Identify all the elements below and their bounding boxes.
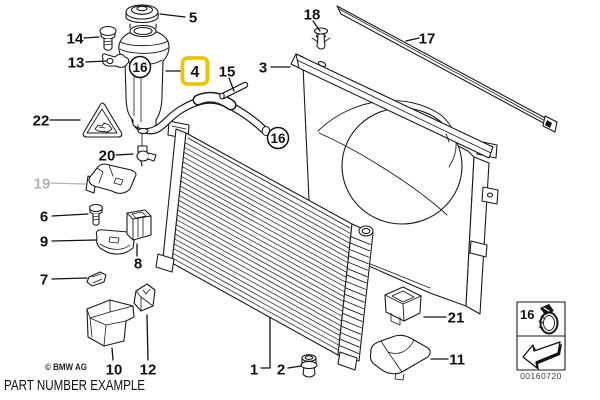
expanding-rivet-drawing: [311, 27, 331, 50]
part-label-13[interactable]: 13: [68, 54, 107, 71]
page-caption: PART NUMBER EXAMPLE: [4, 377, 145, 394]
svg-text:16: 16: [132, 60, 148, 75]
sealing-strip-drawing: [336, 5, 558, 133]
warning-triangle-icon: [82, 102, 123, 138]
svg-text:8: 8: [134, 255, 142, 272]
svg-text:4: 4: [191, 64, 200, 81]
part-label-2[interactable]: 2: [277, 361, 302, 378]
part-label-1[interactable]: 1: [250, 316, 271, 378]
part-label-11[interactable]: 11: [430, 351, 465, 368]
upper-mount-bar-drawing: [290, 53, 494, 159]
part-label-16-circled[interactable]: 16: [128, 55, 152, 79]
svg-text:15: 15: [219, 63, 236, 80]
part-label-9[interactable]: 9: [40, 233, 97, 250]
part-label-19: 19: [34, 175, 87, 192]
part-label-12[interactable]: 12: [140, 314, 157, 378]
svg-text:21: 21: [448, 309, 465, 326]
part-label-15[interactable]: 15: [219, 63, 236, 92]
direction-arrow-icon: [522, 341, 562, 370]
legend-box[interactable]: 16: [516, 301, 566, 371]
part-label-18[interactable]: 18: [304, 6, 321, 32]
part-label-6[interactable]: 6: [40, 208, 89, 225]
svg-text:5: 5: [189, 9, 197, 26]
part-label-8[interactable]: 8: [134, 243, 142, 272]
svg-text:2: 2: [277, 361, 285, 378]
radiator-fins: [172, 142, 352, 351]
level-sensor-drawing: [136, 132, 157, 167]
air-duct-drawing: [86, 299, 135, 347]
part-label-22[interactable]: 22: [33, 112, 81, 129]
holder-bracket-drawing: [95, 229, 136, 255]
svg-text:22: 22: [33, 112, 50, 129]
svg-text:12: 12: [140, 361, 157, 378]
svg-text:7: 7: [40, 271, 48, 288]
svg-text:18: 18: [304, 6, 321, 23]
svg-text:13: 13: [68, 54, 85, 71]
expansion-tank-drawing: [118, 23, 170, 135]
screw-drawing: [88, 203, 104, 226]
legend-part-number: 16: [520, 307, 534, 322]
svg-text:10: 10: [106, 361, 123, 378]
radiator-drawing: [155, 120, 374, 371]
radiator-endtank-ribs: [339, 235, 371, 355]
part-label-3[interactable]: 3: [259, 59, 291, 76]
part-label-10[interactable]: 10: [106, 347, 123, 378]
part-label-17[interactable]: 17: [405, 30, 436, 47]
part-label-14[interactable]: 14: [67, 30, 100, 47]
support-bracket-drawing: [85, 163, 137, 194]
drain-plug-drawing: [300, 354, 318, 378]
bolt-drawing: [99, 25, 117, 51]
svg-text:11: 11: [449, 351, 465, 368]
cover-cap-drawing: [133, 283, 156, 312]
svg-text:20: 20: [99, 147, 116, 164]
part-label-20[interactable]: 20: [99, 147, 134, 164]
part-label-4[interactable]: 4: [165, 56, 210, 86]
part-label-21[interactable]: 21: [423, 309, 465, 326]
svg-text:1: 1: [250, 361, 258, 378]
diagram-code: 00160720: [520, 371, 562, 381]
svg-text:14: 14: [67, 30, 84, 47]
lower-duct-drawing: [369, 334, 431, 381]
svg-text:9: 9: [40, 233, 48, 250]
part-label-7[interactable]: 7: [40, 271, 88, 288]
part-label-5[interactable]: 5: [159, 9, 197, 26]
rubber-mount-drawing: [126, 209, 152, 241]
part-label-16-circled[interactable]: 16: [266, 126, 290, 150]
mount-bracket-drawing: [384, 286, 422, 326]
svg-text:17: 17: [419, 30, 436, 47]
svg-text:6: 6: [40, 208, 48, 225]
svg-text:19: 19: [34, 175, 51, 192]
small-bracket-drawing: [101, 53, 130, 68]
clip-drawing: [86, 271, 107, 287]
svg-text:3: 3: [259, 59, 267, 76]
filler-cap-drawing: [125, 4, 159, 24]
svg-text:16: 16: [270, 131, 286, 146]
hose-clamp-icon: [538, 304, 559, 335]
copyright-notice: © BMW AG: [45, 362, 87, 373]
